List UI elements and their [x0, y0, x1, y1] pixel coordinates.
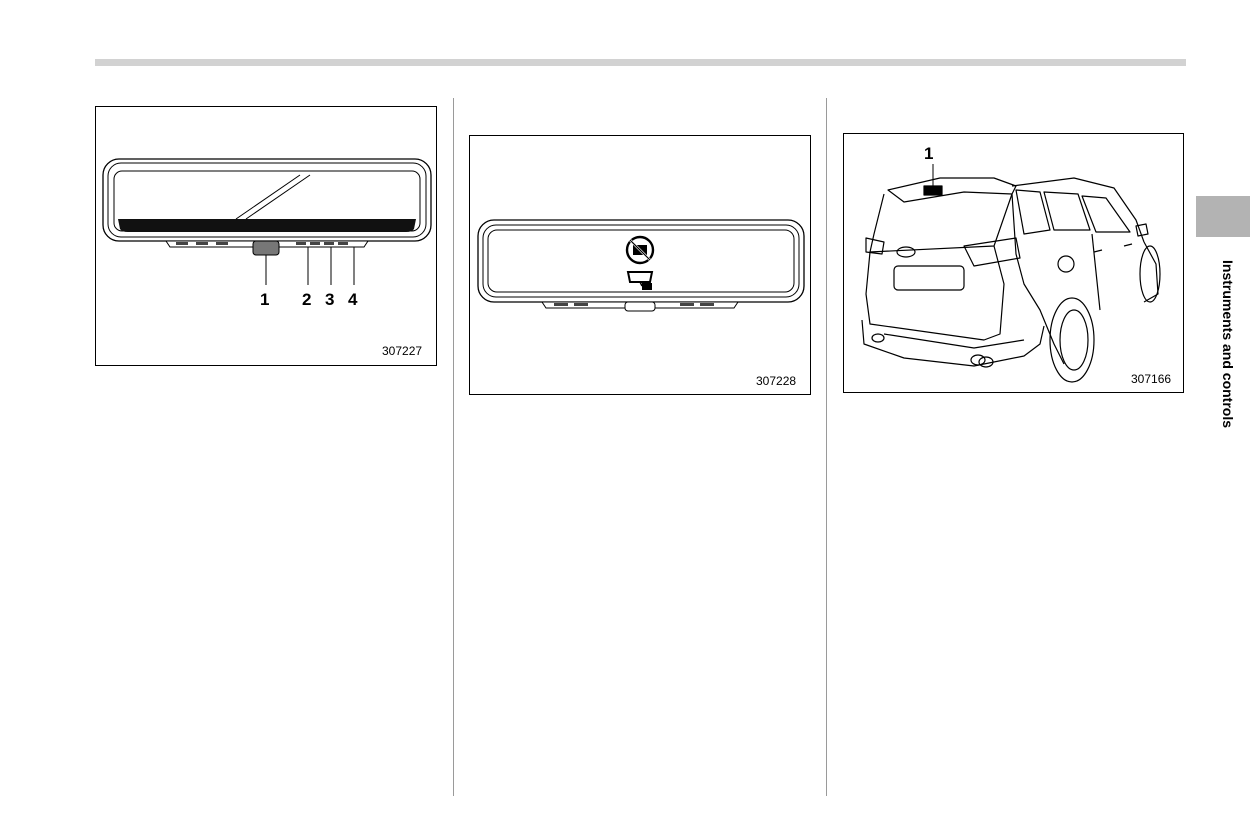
camera-off-icon — [625, 235, 655, 265]
figure-id: 307166 — [1131, 372, 1172, 386]
mirror-mode-icon — [626, 271, 654, 290]
callout-1: 1 — [260, 290, 270, 309]
column-divider — [826, 98, 827, 796]
callout-2: 2 — [302, 290, 312, 309]
callout-1: 1 — [924, 144, 934, 163]
callout-4: 4 — [348, 290, 358, 309]
callout-3: 3 — [325, 290, 335, 309]
figure-mirror-buttons: 1 2 3 4 307227 — [95, 106, 437, 366]
section-label: Instruments and controls — [1220, 260, 1236, 429]
figure-rear-camera: 1 307166 — [843, 133, 1184, 393]
column-divider — [453, 98, 454, 796]
figure-id: 307227 — [382, 344, 423, 358]
section-tab — [1196, 196, 1250, 237]
figure-id: 307228 — [756, 374, 797, 388]
figure-mirror-indicator: 307228 — [469, 135, 811, 395]
vehicle-rear-illustration — [861, 164, 1161, 383]
mirror-illustration — [102, 158, 432, 285]
header-rule — [95, 59, 1186, 66]
